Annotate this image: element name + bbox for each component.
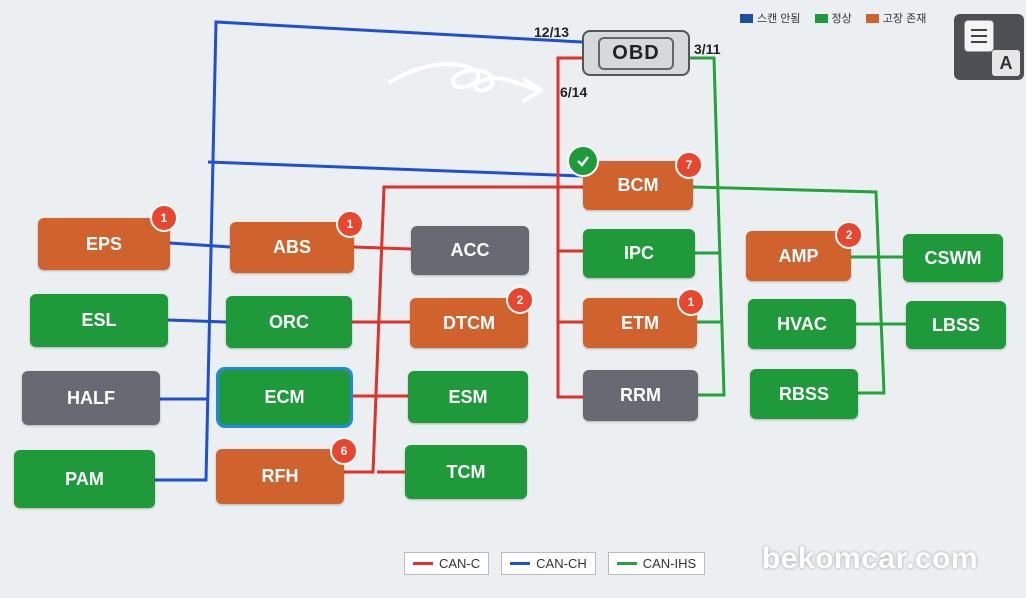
- fault-count-badge: 2: [835, 221, 863, 249]
- module-esl[interactable]: ESL: [30, 294, 168, 347]
- fault-count-badge: 1: [677, 288, 705, 316]
- module-label: TCM: [446, 461, 486, 482]
- module-label: ABS: [272, 237, 311, 257]
- can-c-wires: [344, 56, 585, 474]
- bus-legend-item: CAN-IHS: [607, 552, 706, 575]
- module-label: IPC: [623, 243, 654, 263]
- module-bcm[interactable]: BCM 7: [567, 145, 703, 210]
- watermark: bekomcar.com: [762, 542, 979, 575]
- floating-menu-button[interactable]: A: [954, 14, 1024, 80]
- module-label: ECM: [264, 387, 305, 407]
- status-legend-item: 고장 존재: [865, 10, 927, 26]
- module-rfh[interactable]: RFH 6: [216, 437, 358, 504]
- module-label: ESL: [81, 310, 117, 330]
- can-ch-wires: [155, 20, 583, 482]
- bus-legend-item: CAN-CH: [501, 552, 596, 575]
- legend-label: 정상: [831, 13, 852, 25]
- legend-line: [413, 562, 433, 565]
- translate-icon: A: [992, 50, 1020, 76]
- fault-count-badge: 1: [336, 210, 364, 238]
- module-ecm[interactable]: ECM: [216, 367, 353, 428]
- module-dtcm[interactable]: DTCM 2: [410, 286, 534, 348]
- legend-line: [510, 562, 531, 565]
- module-acc[interactable]: ACC: [411, 226, 529, 275]
- module-label: AMP: [778, 245, 819, 266]
- legend-swatch: [740, 13, 753, 23]
- module-label: ESM: [448, 386, 488, 407]
- legend-swatch: [865, 13, 879, 23]
- legend-line: [616, 562, 637, 565]
- legend-label: CAN-CH: [536, 556, 587, 571]
- fault-count-badge: 7: [675, 151, 703, 179]
- module-orc[interactable]: ORC: [226, 296, 352, 348]
- module-label: EPS: [85, 233, 123, 254]
- module-pam[interactable]: PAM: [14, 450, 155, 508]
- obd-connector[interactable]: OBD: [582, 30, 690, 76]
- status-legend-item: 스캔 안됨: [740, 10, 801, 26]
- module-hvac[interactable]: HVAC: [748, 299, 856, 349]
- module-label: DTCM: [443, 312, 495, 333]
- module-rbss[interactable]: RBSS: [750, 369, 858, 419]
- fault-count-badge: 6: [330, 437, 358, 465]
- module-esm[interactable]: ESM: [408, 371, 528, 423]
- module-label: HALF: [67, 387, 115, 408]
- obd-pin-can-c: 6/14: [560, 84, 588, 100]
- legend-swatch: [814, 13, 828, 23]
- module-label: ACC: [450, 240, 490, 260]
- legend-label: CAN-IHS: [642, 556, 697, 571]
- module-label: CSWM: [924, 247, 982, 268]
- module-rrm[interactable]: RRM: [583, 370, 698, 421]
- obd-pin-can-ihs: 3/11: [694, 41, 721, 57]
- module-label: RFH: [261, 466, 299, 486]
- legend-label: 스캔 안됨: [757, 13, 801, 25]
- module-label: HVAC: [777, 313, 827, 334]
- module-label: ETM: [621, 312, 659, 333]
- module-label: BCM: [617, 175, 659, 195]
- module-lbss[interactable]: LBSS: [906, 301, 1006, 349]
- checkmark-icon: [567, 145, 599, 177]
- hand-drawn-arrow: [388, 62, 543, 103]
- module-cswm[interactable]: CSWM: [903, 234, 1003, 282]
- module-label: LBSS: [931, 314, 980, 335]
- module-label: PAM: [65, 468, 104, 489]
- legend-label: CAN-C: [439, 556, 481, 571]
- module-label: RBSS: [778, 383, 829, 404]
- bus-legend-item: CAN-C: [404, 552, 490, 575]
- fault-count-badge: 1: [150, 204, 178, 232]
- status-legend-item: 정상: [814, 10, 852, 26]
- fault-count-badge: 2: [506, 286, 534, 314]
- can-ihs-wires: [690, 56, 906, 397]
- bus-legend: CAN-C CAN-CH CAN-IHS: [404, 552, 706, 575]
- module-label: ORC: [269, 311, 309, 332]
- module-etm[interactable]: ETM 1: [583, 288, 705, 348]
- module-amp[interactable]: AMP 2: [746, 221, 863, 281]
- legend-label: 고장 존재: [882, 13, 927, 25]
- module-eps[interactable]: EPS 1: [38, 204, 178, 270]
- module-half[interactable]: HALF: [22, 371, 160, 425]
- obd-pin-can-ch: 12/13: [534, 24, 570, 40]
- module-ipc[interactable]: IPC: [583, 229, 695, 278]
- status-legend: 스캔 안됨 정상 고장 존재: [740, 10, 926, 26]
- obd-label: OBD: [598, 36, 674, 70]
- module-label: RRM: [620, 385, 661, 405]
- module-tcm[interactable]: TCM: [405, 445, 527, 499]
- menu-icon: [964, 20, 994, 52]
- module-abs[interactable]: ABS 1: [230, 210, 364, 273]
